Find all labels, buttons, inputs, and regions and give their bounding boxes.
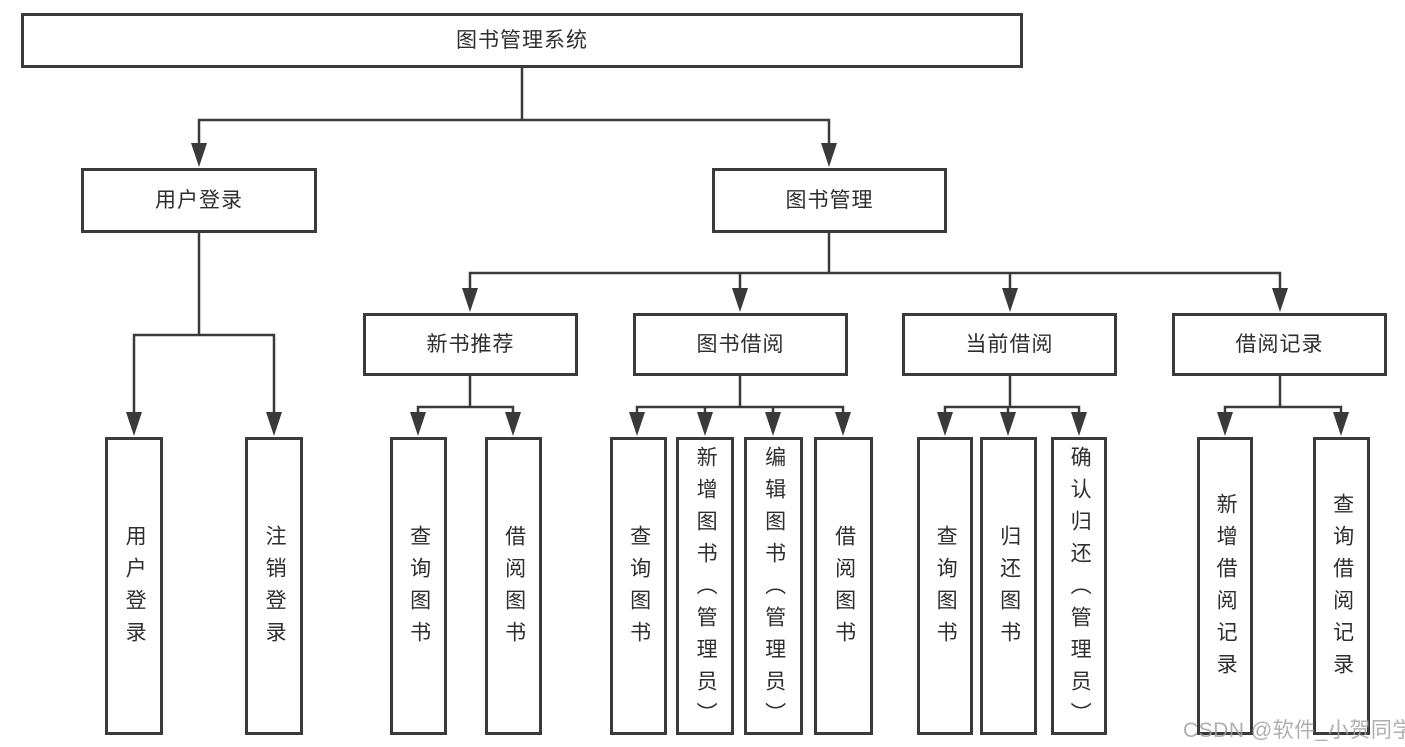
leaf-cb-return-book: 归还图书 — [980, 437, 1037, 735]
leaf-bb-query-book: 查询图书 — [610, 437, 667, 735]
leaf-nbr-borrow-book: 借阅图书 — [485, 437, 542, 735]
connector-borrow-records-group — [1217, 376, 1349, 436]
leaf-cb-query-book: 查询图书 — [917, 437, 973, 735]
leaf-cb-confirm-return: 确认归还（管理员） — [1051, 437, 1107, 735]
leaf-bb-add-book: 新增图书（管理员） — [676, 437, 734, 735]
connector-current-borrow-group — [937, 376, 1087, 436]
connector-book-borrow-group — [629, 376, 851, 436]
node-new-book-rec: 新书推荐 — [363, 313, 578, 376]
leaf-br-add-record: 新增借阅记录 — [1197, 437, 1253, 735]
node-current-borrow: 当前借阅 — [902, 313, 1117, 376]
leaf-br-query-record: 查询借阅记录 — [1313, 437, 1370, 735]
node-root: 图书管理系统 — [21, 13, 1023, 68]
connector-book-mgmt-group — [462, 233, 1288, 312]
connector-trunk — [191, 68, 837, 167]
watermark-text: CSDN @软件_小贺同学 — [1183, 719, 1405, 742]
connector-new-book-rec-group — [410, 376, 521, 436]
node-book-mgmt: 图书管理 — [712, 168, 947, 233]
leaf-bb-borrow-book: 借阅图书 — [814, 437, 873, 735]
leaf-user-login: 用户登录 — [105, 437, 163, 735]
leaf-logout: 注销登录 — [245, 437, 303, 735]
node-borrow-records: 借阅记录 — [1172, 313, 1387, 376]
leaf-bb-edit-book: 编辑图书（管理员） — [744, 437, 803, 735]
connector-user-login-group — [126, 233, 282, 436]
leaf-nbr-query-book: 查询图书 — [390, 437, 447, 735]
node-user-login: 用户登录 — [81, 168, 317, 233]
node-book-borrow: 图书借阅 — [633, 313, 848, 376]
